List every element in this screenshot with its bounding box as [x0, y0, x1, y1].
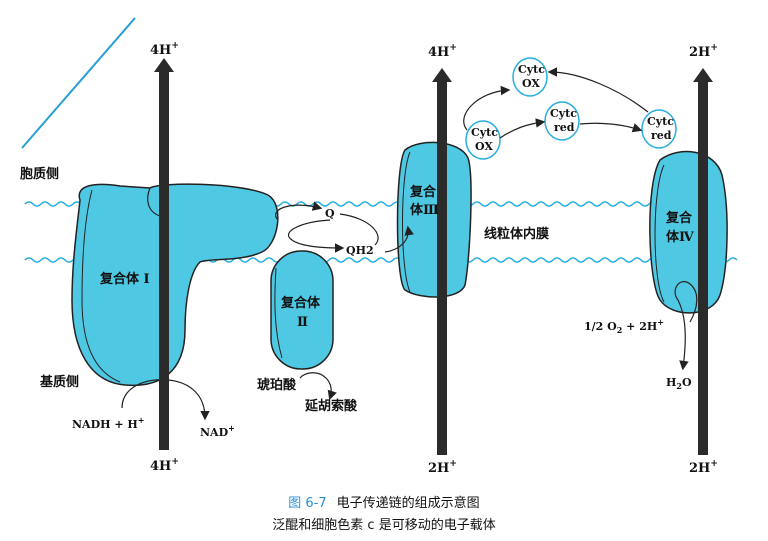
arrow-q-to-qh2 [287, 219, 345, 253]
h2o-label: H2O [666, 376, 692, 391]
proton-arrow-3 [693, 68, 713, 455]
figure-title: 电子传递链的组成示意图 [336, 496, 480, 511]
cell-boundary-line [21, 17, 136, 149]
q-label: Q [325, 207, 335, 220]
cytc-left-name: Cytc [471, 126, 498, 139]
h-bottom-3-label: 2H+ [689, 459, 718, 476]
cytc-top-name: Cytc [518, 63, 545, 76]
complex-3-label-a: 复合 [409, 184, 437, 200]
o2-label: 1/2 O2 + 2H+ [584, 317, 664, 335]
matrix-side-label: 基质侧 [39, 374, 79, 390]
complex-4-label-a: 复合 [665, 210, 693, 226]
complex-4-label-b: 体Ⅳ [666, 229, 694, 245]
arrow-cytc-left-to-mid [499, 118, 546, 139]
cytc-ox-top [512, 57, 548, 97]
h-top-3-label: 2H+ [689, 43, 718, 60]
proton-arrow-2 [432, 68, 452, 455]
complex-2 [270, 250, 334, 370]
cytc-right-state: red [651, 129, 672, 142]
arrow-cytc-left-to-top [463, 85, 511, 131]
proton-arrow-1 [154, 58, 174, 450]
complex-1-label: 复合体 Ⅰ [99, 271, 150, 287]
cytc-top-state: OX [522, 77, 540, 90]
fumarate-label: 延胡索酸 [304, 398, 358, 414]
complex-2-label-b: Ⅱ [297, 315, 308, 330]
membrane-label: 线粒体内膜 [484, 226, 549, 242]
h-bottom-2-label: 2H+ [428, 459, 457, 476]
arrow-succinate-to-fumarate [299, 372, 337, 401]
qh2-label: QH2 [346, 244, 374, 257]
figure-number: 图 6-7 [288, 496, 327, 511]
h-bottom-1-label: 4H+ [150, 457, 179, 474]
succinate-label: 琥珀酸 [257, 377, 297, 393]
arrow-q-loop [339, 213, 379, 246]
complex-1 [71, 183, 279, 387]
arrow-to-q [275, 201, 323, 221]
cytc-mid-state: red [554, 121, 575, 134]
cytc-ox-left [465, 120, 501, 160]
arrow-o2-to-h2o [674, 281, 698, 371]
figure-subtitle: 泛醌和细胞色素 c 是可移动的电子载体 [272, 518, 496, 533]
cytoplasm-side-label: 胞质侧 [19, 166, 59, 182]
h-top-2-label: 4H+ [428, 43, 457, 60]
arrow-qh2-to-complex3 [384, 225, 414, 253]
h-top-1-label: 4H+ [150, 41, 179, 58]
cytc-right-name: Cytc [647, 115, 674, 128]
arrow-cytc-right-to-top [547, 67, 649, 113]
nadh-label: NADH + H+ [72, 415, 145, 431]
complex-3 [396, 141, 472, 298]
arrow-cytc-mid-to-right [579, 122, 643, 133]
cytc-left-state: OX [475, 140, 493, 153]
complex-2-label-a: 复合体 [280, 295, 321, 311]
complex-3-label-b: 体Ⅲ [410, 202, 439, 218]
nad-label: NAD+ [200, 423, 235, 439]
cytc-mid-name: Cytc [550, 107, 577, 120]
cytc-carriers [465, 57, 677, 160]
figure-caption: 图 6-7 电子传递链的组成示意图 [0, 492, 768, 511]
